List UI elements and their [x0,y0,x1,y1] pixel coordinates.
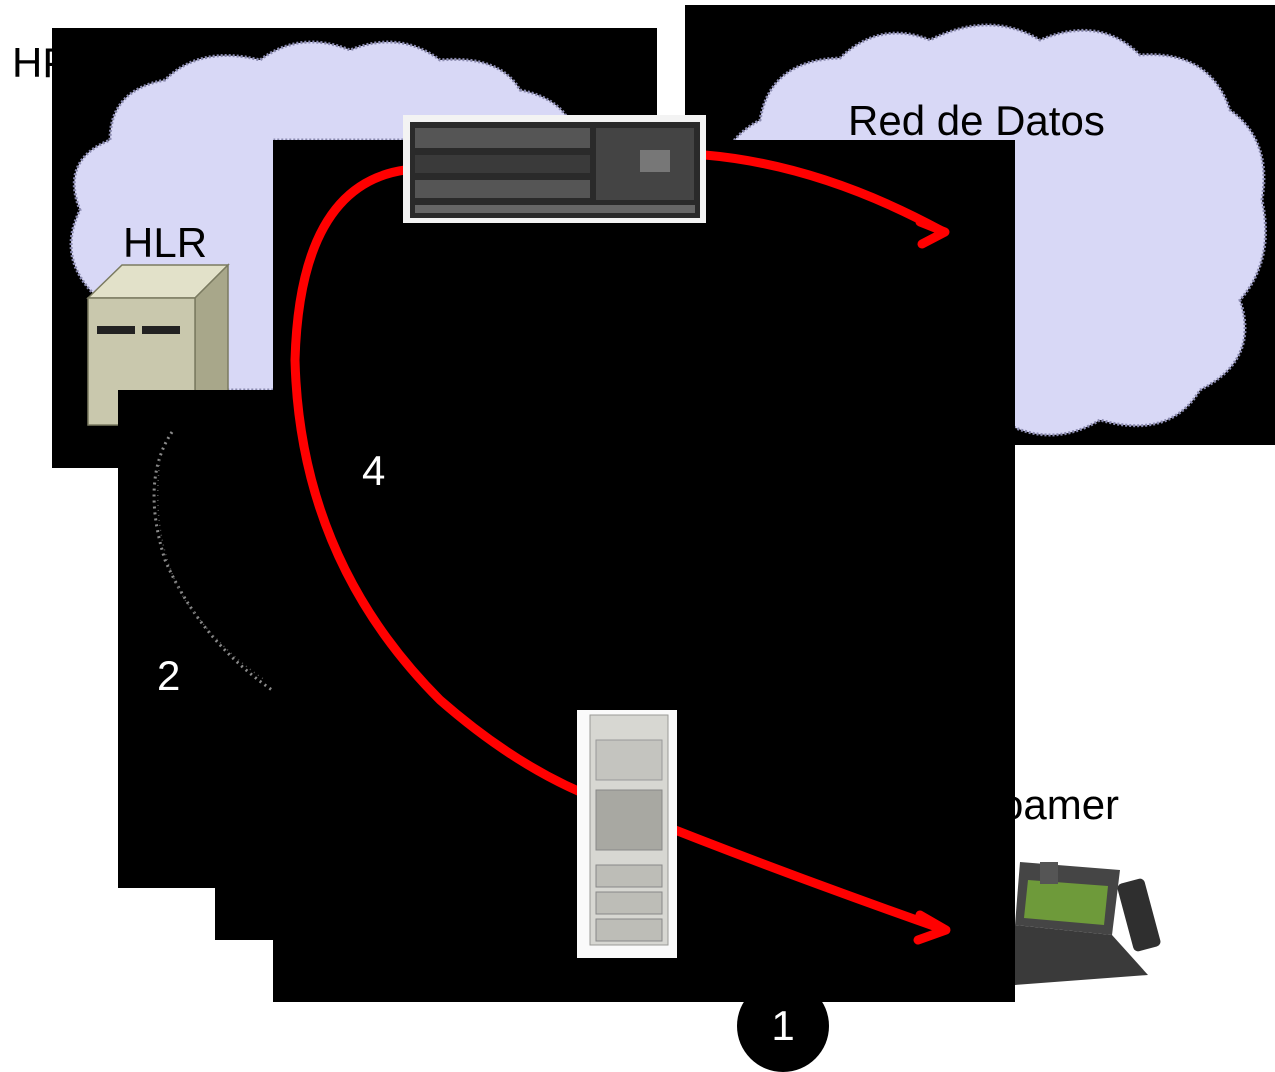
hlr-link-dotted [152,431,273,692]
panel-mid [215,430,278,940]
roamer-label: oamer [1000,784,1120,826]
step-1-label: 1 [771,1002,795,1049]
equipment-cabinet-icon [577,710,677,958]
step-1-badge: 1 [737,980,829,1072]
step-2-label: 2 [157,652,181,699]
data-path-arrow [290,150,950,935]
hlr-label: HLR [123,219,208,266]
data-network-cloud [722,23,1268,437]
data-network-label: Red de Datos [848,97,1105,144]
home-network-label: HP [12,42,52,84]
laptop-with-phone-icon [1015,862,1161,985]
rack-server-icon [403,115,706,223]
step-4-label: 4 [362,447,386,494]
